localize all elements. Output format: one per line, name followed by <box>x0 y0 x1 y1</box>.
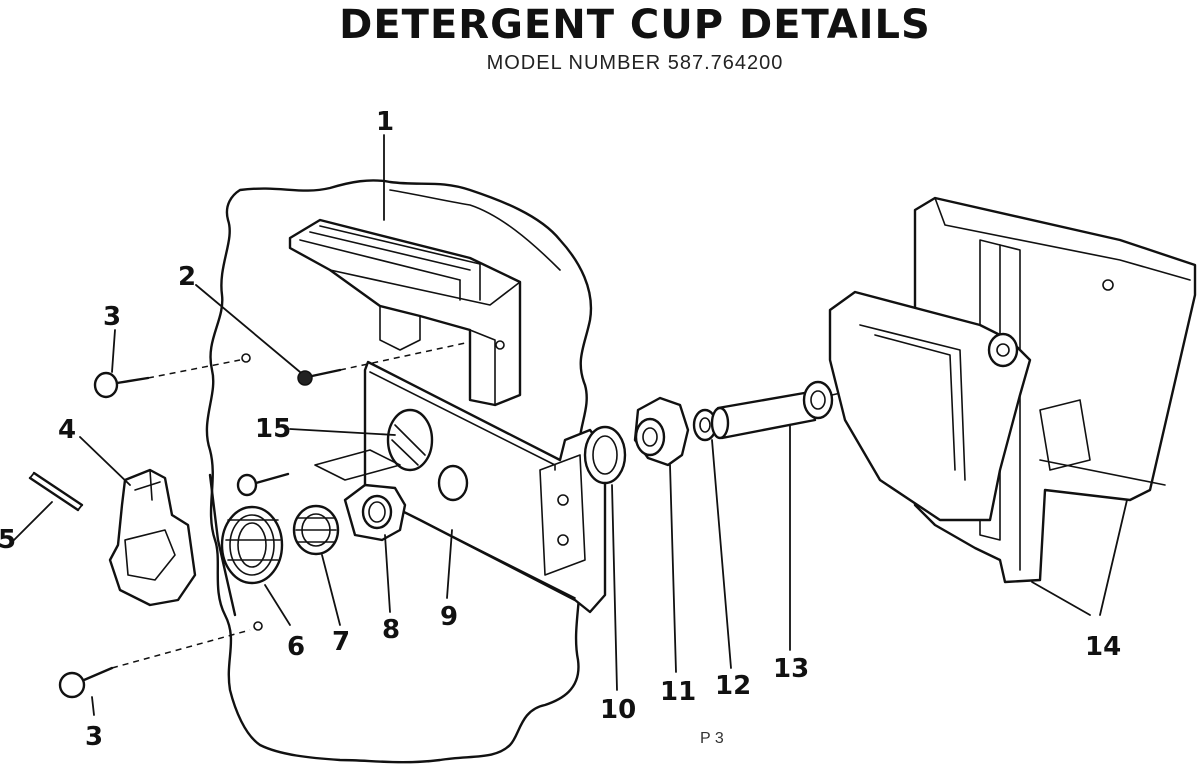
leader-lines <box>13 134 1128 716</box>
callout-14: 14 <box>1085 632 1121 662</box>
part-10-gasket <box>583 425 627 485</box>
callout-5: 5 <box>0 525 16 555</box>
part-8-nut <box>343 483 407 542</box>
callout-8: 8 <box>382 615 400 645</box>
part-3-screw-upper <box>93 353 251 399</box>
part-5-pin <box>28 471 84 512</box>
callout-11: 11 <box>660 677 696 707</box>
model-number: MODEL NUMBER 587.764200 <box>486 52 784 74</box>
part-15-disc <box>314 408 434 481</box>
part-14-cup-lid <box>828 196 1197 584</box>
part-13-shaft <box>710 367 951 440</box>
callout-3-upper: 3 <box>103 302 121 332</box>
callout-12: 12 <box>715 671 751 701</box>
part-7-compression-spring <box>292 504 340 556</box>
callout-6: 6 <box>287 632 305 662</box>
part-2-screw <box>297 341 471 386</box>
callout-4: 4 <box>58 415 76 445</box>
callout-labels: 1 2 3 3 4 5 6 7 8 9 10 11 12 13 14 15 <box>0 107 1121 752</box>
part-3-screw-lower <box>58 621 263 699</box>
callout-9: 9 <box>440 602 458 632</box>
callout-1: 1 <box>376 107 394 137</box>
callout-10: 10 <box>600 695 636 725</box>
part-1-cup-housing <box>288 189 561 407</box>
callout-13: 13 <box>773 654 809 684</box>
callout-2: 2 <box>178 262 196 292</box>
part-11-hub <box>633 396 690 467</box>
part-4-latch-bracket <box>108 468 197 607</box>
part-6-spring <box>208 473 284 617</box>
callout-15: 15 <box>255 414 291 444</box>
diagram-title: DETERGENT CUP DETAILS <box>339 2 931 48</box>
callout-3-lower: 3 <box>85 722 103 752</box>
page-number: P 3 <box>700 730 724 747</box>
door-panel-outline <box>205 179 593 764</box>
screw-middle <box>236 472 290 497</box>
callout-7: 7 <box>332 627 350 657</box>
